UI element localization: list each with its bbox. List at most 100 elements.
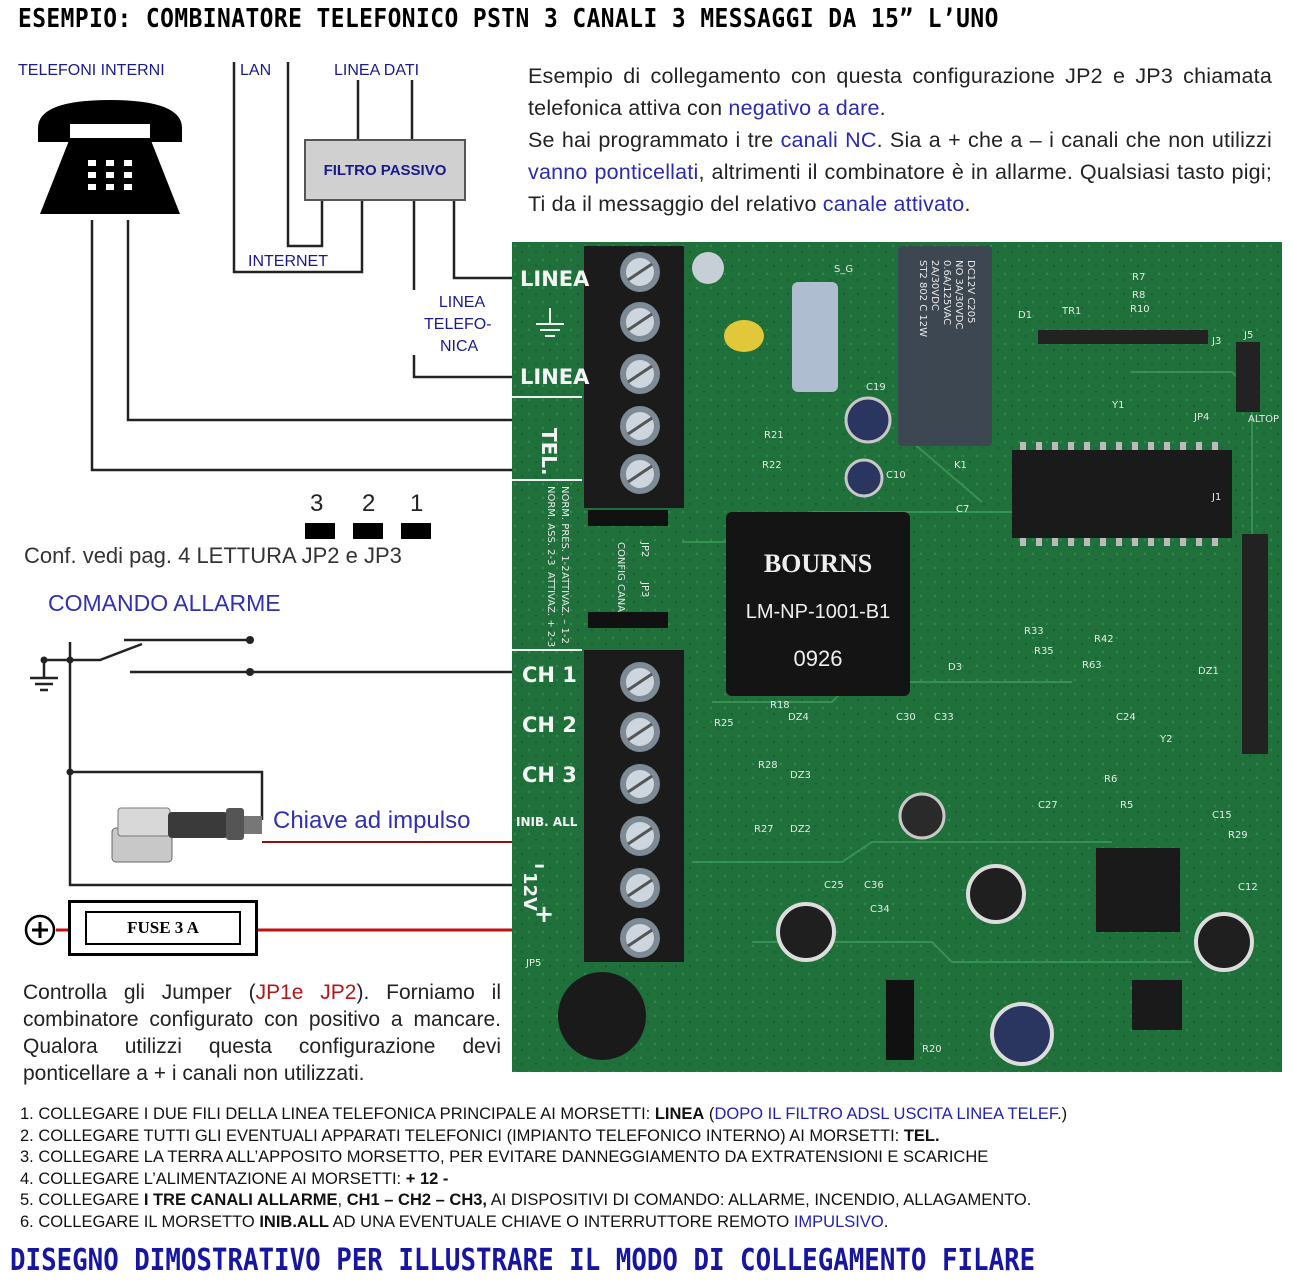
- fuse-box: FUSE 3 A: [68, 900, 258, 956]
- svg-text:C24: C24: [1116, 712, 1136, 723]
- svg-text:R18: R18: [770, 700, 790, 711]
- side-label: NORM. PRES. 1-2: [559, 486, 570, 572]
- key-icon: [111, 807, 262, 863]
- terminal-label: CH 3: [522, 763, 577, 787]
- side-label: JP2: [639, 541, 650, 557]
- svg-text:DC12V C205: DC12V C205: [965, 260, 976, 324]
- page-title: ESEMPIO: COMBINATORE TELEFONICO PSTN 3 C…: [18, 4, 999, 34]
- terminal-label: 12V: [519, 872, 540, 911]
- label-linea-telefonica-3: NICA: [440, 338, 479, 355]
- svg-text:R27: R27: [754, 824, 774, 835]
- terminal-label: CH 1: [522, 663, 577, 687]
- svg-text:R22: R22: [762, 460, 782, 471]
- terminal-label: LINEA: [520, 267, 590, 291]
- label-internet: INTERNET: [248, 253, 328, 270]
- svg-text:C36: C36: [864, 880, 884, 891]
- side-label: JP3: [639, 581, 650, 597]
- svg-text:R33: R33: [1024, 626, 1044, 637]
- control-note: Controlla gli Jumper (JP1e JP2). Forniam…: [23, 981, 501, 1085]
- comando-allarme-label: COMANDO ALLARME: [48, 590, 281, 616]
- instructions-list: 1. COLLEGARE I DUE FILI DELLA LINEA TELE…: [20, 1104, 1067, 1234]
- screw-terminal: [620, 302, 660, 342]
- svg-text:C27: C27: [1038, 800, 1058, 811]
- label-linea-dati: LINEA DATI: [334, 62, 420, 79]
- screw-terminal: [620, 816, 660, 856]
- svg-text:R35: R35: [1034, 646, 1054, 657]
- svg-text:DZ3: DZ3: [790, 770, 811, 781]
- label-linea-telefonica-2: TELEFO-: [424, 316, 492, 333]
- terminal-label: +: [534, 900, 554, 928]
- instruction-step: 1. COLLEGARE I DUE FILI DELLA LINEA TELE…: [20, 1105, 1068, 1123]
- svg-text:R42: R42: [1094, 634, 1114, 645]
- screw-terminal: [620, 252, 660, 292]
- svg-text:Y2: Y2: [1159, 734, 1172, 745]
- terminal-label: LINEA: [520, 365, 590, 389]
- svg-text:R63: R63: [1082, 660, 1102, 671]
- svg-text:R21: R21: [764, 430, 784, 441]
- label-telefoni-interni: TELEFONI INTERNI: [18, 62, 165, 79]
- svg-text:R5: R5: [1120, 800, 1133, 811]
- svg-text:D3: D3: [948, 662, 962, 673]
- jumper-number-1: 1: [410, 490, 424, 517]
- svg-text:DZ2: DZ2: [790, 824, 811, 835]
- screw-terminal: [620, 712, 660, 752]
- svg-text:DZ4: DZ4: [788, 712, 809, 723]
- svg-text:D1: D1: [1018, 310, 1032, 321]
- relay-text: ST2 802 C 12W 2A/30VDC 0.6A/125VAC NO 3A…: [917, 260, 976, 337]
- svg-text:R25: R25: [714, 718, 734, 729]
- instruction-step: 3. COLLEGARE LA TERRA ALL’APPOSITO MORSE…: [20, 1148, 989, 1167]
- instruction-step: 5. COLLEGARE I TRE CANALI ALLARME, CH1 –…: [20, 1191, 1032, 1210]
- svg-text:R10: R10: [1130, 304, 1150, 315]
- pcb-board: LINEA LINEA TEL. CH 1 CH 2 CH 3 INIB. AL…: [512, 242, 1282, 1072]
- label-lan: LAN: [240, 62, 272, 79]
- fuse-label: FUSE 3 A: [85, 911, 241, 945]
- svg-text:C33: C33: [934, 712, 954, 723]
- svg-text:JP4: JP4: [1193, 412, 1209, 423]
- svg-text:J3: J3: [1211, 336, 1221, 347]
- screw-terminal: [620, 406, 660, 446]
- instruction-step: 4. COLLEGARE L’ALIMENTAZIONE AI MORSETTI…: [20, 1169, 449, 1188]
- description: Esempio di collegamento con questa confi…: [528, 64, 1272, 216]
- footer-caption: DISEGNO DIMOSTRATIVO PER ILLUSTRARE IL M…: [10, 1243, 1036, 1278]
- side-label: ATTIVAZ. – 1-2: [559, 572, 570, 644]
- chip-code: 0926: [794, 646, 843, 671]
- screw-terminal: [620, 868, 660, 908]
- svg-text:C7: C7: [956, 504, 969, 515]
- svg-text:ST2 802 C 12W: ST2 802 C 12W: [917, 260, 928, 337]
- svg-text:R29: R29: [1228, 830, 1248, 841]
- svg-text:R6: R6: [1104, 774, 1117, 785]
- svg-text:S_G: S_G: [834, 264, 853, 275]
- telephone-icon: [38, 100, 182, 214]
- conf-note: Conf. vedi pag. 4 LETTURA JP2 e JP3: [24, 543, 402, 568]
- svg-text:K1: K1: [954, 460, 967, 471]
- svg-text:J1: J1: [1211, 492, 1221, 503]
- svg-text:R20: R20: [922, 1044, 942, 1055]
- chiave-label: Chiave ad impulso: [273, 807, 471, 834]
- terminal-label: –: [534, 853, 545, 878]
- svg-text:C19: C19: [866, 382, 886, 393]
- terminal-label: INIB. ALL: [516, 815, 578, 829]
- svg-text:0.6A/125VAC: 0.6A/125VAC: [941, 260, 952, 325]
- screw-terminal: [620, 454, 660, 494]
- screw-terminal: [620, 918, 660, 958]
- side-label: ATTIVAZ. + 2-3: [545, 572, 556, 647]
- svg-text:NO 3A/30VDC: NO 3A/30VDC: [953, 260, 964, 329]
- jumper-number-3: 3: [310, 490, 324, 517]
- svg-text:TR1: TR1: [1061, 306, 1081, 317]
- instruction-step: 6. COLLEGARE IL MORSETTO INIB.ALL AD UNA…: [20, 1212, 889, 1231]
- svg-text:C34: C34: [870, 904, 890, 915]
- chip-brand: BOURNS: [764, 549, 872, 578]
- screw-terminal: [620, 354, 660, 394]
- screw-terminal: [620, 662, 660, 702]
- svg-text:2A/30VDC: 2A/30VDC: [929, 260, 940, 311]
- screw-terminal: [620, 764, 660, 804]
- svg-text:JP5: JP5: [525, 958, 541, 969]
- svg-text:C12: C12: [1238, 882, 1258, 893]
- svg-text:DZ1: DZ1: [1198, 666, 1219, 677]
- svg-text:R28: R28: [758, 760, 778, 771]
- side-label: CONFIG CANALI: [615, 542, 626, 621]
- jumper-number-2: 2: [362, 490, 376, 517]
- svg-text:C25: C25: [824, 880, 844, 891]
